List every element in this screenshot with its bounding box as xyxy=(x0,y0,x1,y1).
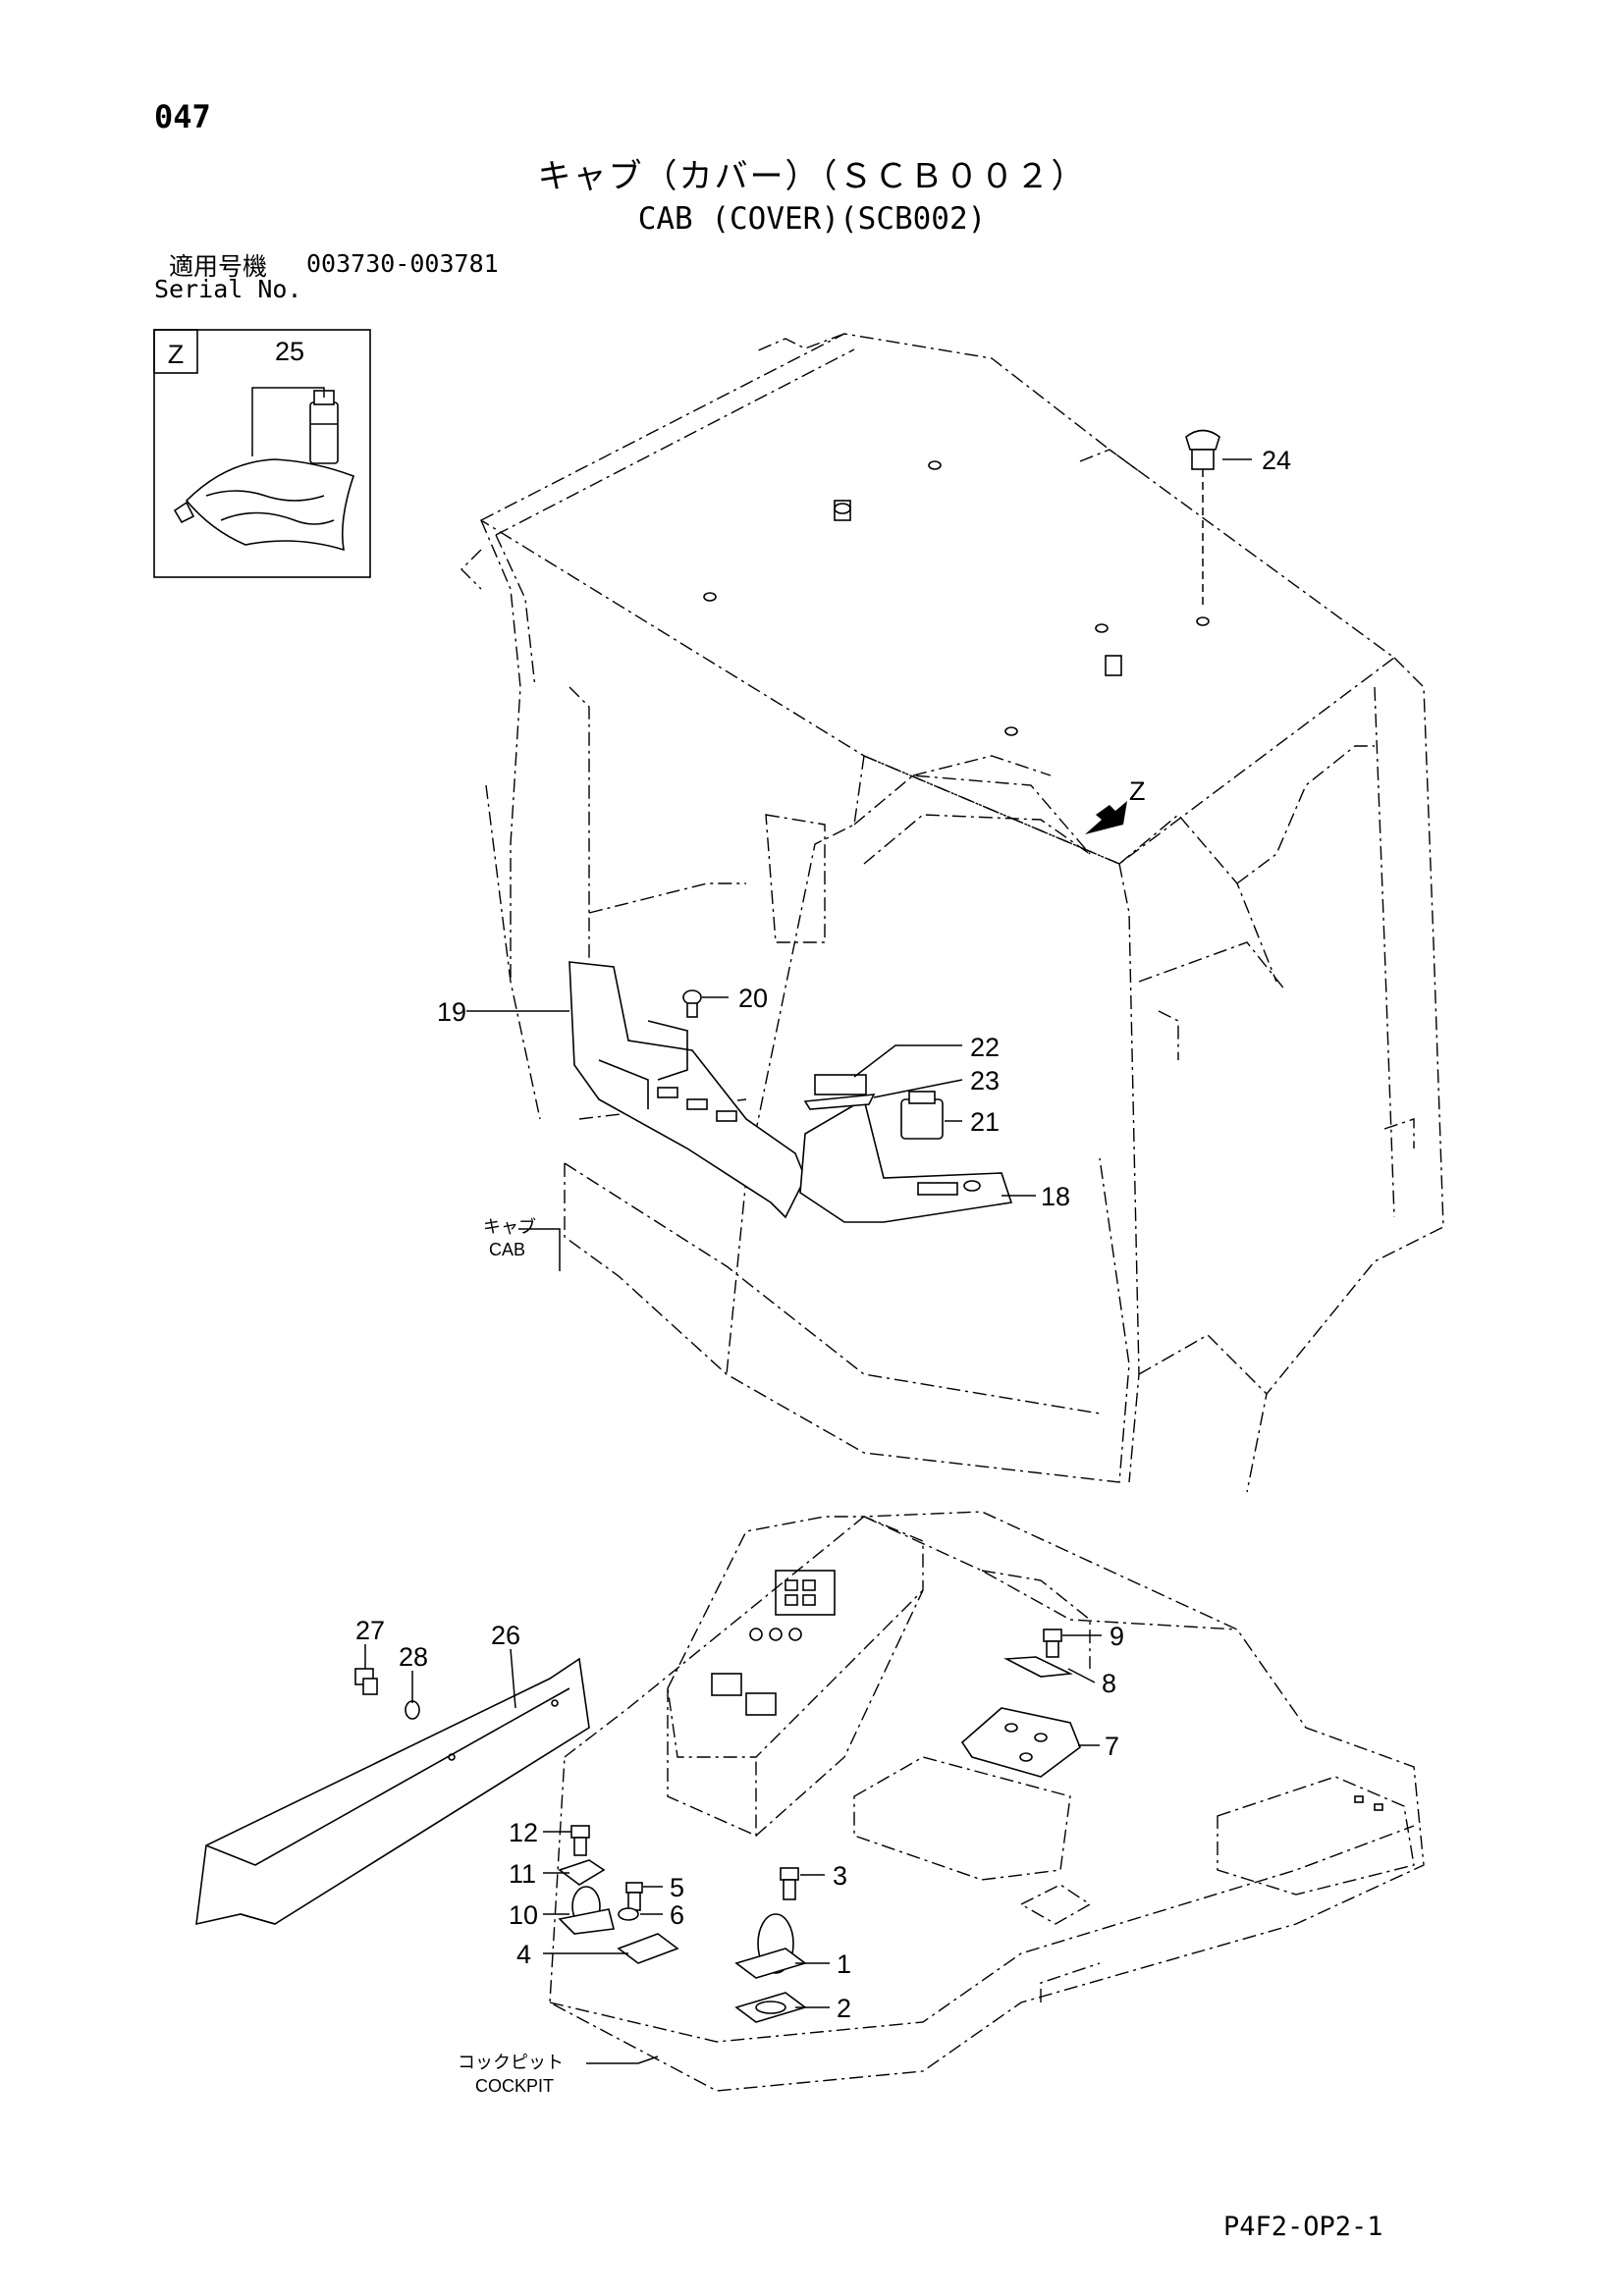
callout-20: 20 xyxy=(738,984,768,1013)
detail-view-label: Z xyxy=(168,340,185,369)
callout-25: 25 xyxy=(275,337,304,366)
cab-label-english: CAB xyxy=(489,1240,525,1259)
serial-label-japanese: 適用号機 xyxy=(169,252,268,281)
cockpit-assembly xyxy=(549,1511,1425,2092)
serial-label-english: Serial No. xyxy=(154,275,302,303)
view-arrow-z: Z xyxy=(1085,776,1146,834)
callout-8: 8 xyxy=(1102,1669,1116,1698)
detail-view-z: Z 25 xyxy=(153,329,371,578)
callout-19: 19 xyxy=(437,997,466,1027)
callout-6: 6 xyxy=(670,1900,684,1930)
callout-1: 1 xyxy=(837,1949,851,1979)
cockpit-parts xyxy=(195,1629,1081,2023)
page-title-japanese: キャブ（カバー）（ＳＣＢ００２） xyxy=(537,157,1087,196)
cab-callouts: 24 19 20 22 23 21 18 キャブ CAB xyxy=(437,446,1291,1271)
callout-10: 10 xyxy=(509,1900,538,1930)
document-code: P4F2-OP2-1 xyxy=(1223,2212,1383,2242)
callout-9: 9 xyxy=(1110,1622,1124,1651)
cockpit-label-japanese: コックピット xyxy=(458,2053,564,2072)
callout-3: 3 xyxy=(833,1861,847,1891)
callout-21: 21 xyxy=(970,1107,1000,1137)
callout-18: 18 xyxy=(1041,1182,1070,1211)
callout-22: 22 xyxy=(970,1033,1000,1062)
callout-23: 23 xyxy=(970,1066,1000,1095)
page-title-english: CAB (COVER)(SCB002) xyxy=(637,201,987,237)
cab-assembly xyxy=(460,333,1444,1493)
cab-label-japanese: キャブ xyxy=(483,1216,536,1237)
callout-28: 28 xyxy=(399,1642,428,1672)
cockpit-label-english: COCKPIT xyxy=(475,2076,554,2096)
callout-4: 4 xyxy=(516,1940,531,1969)
callout-7: 7 xyxy=(1105,1732,1119,1761)
callout-11: 11 xyxy=(509,1859,536,1889)
cockpit-callouts: 27 28 26 9 8 7 12 11 10 4 5 6 3 1 2 コックピ… xyxy=(355,1616,1124,2096)
callout-26: 26 xyxy=(491,1621,520,1650)
callout-27: 27 xyxy=(355,1616,385,1645)
callout-5: 5 xyxy=(670,1873,684,1902)
callout-2: 2 xyxy=(837,1994,851,2023)
serial-range: 003730-003781 xyxy=(306,249,499,278)
callout-12: 12 xyxy=(509,1818,538,1847)
view-arrow-label: Z xyxy=(1129,776,1146,806)
callout-24: 24 xyxy=(1262,446,1291,475)
cab-cover-parts xyxy=(568,429,1220,1223)
page-number: 047 xyxy=(154,98,211,135)
